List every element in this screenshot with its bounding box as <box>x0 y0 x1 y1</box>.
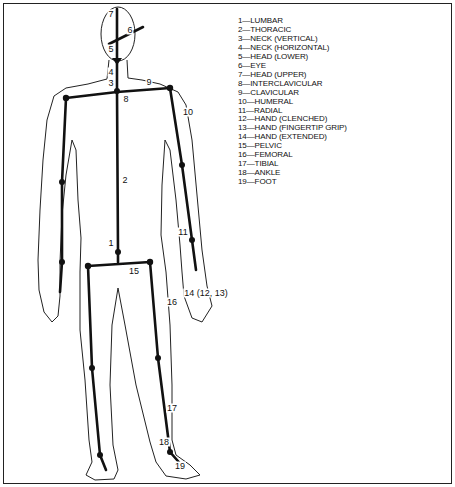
link-segments <box>60 9 196 470</box>
joint-dots <box>59 58 195 458</box>
segment-name: 3—NECK (VERTICAL) <box>238 35 318 43</box>
callout-number: 5 <box>107 45 114 54</box>
callout-number: 2 <box>121 176 128 185</box>
segment-name: 6—EYE <box>238 62 266 70</box>
segment-name: 13—HAND (FINGERTIP GRIP) <box>238 124 347 132</box>
segment-name: 12—HAND (CLENCHED) <box>238 115 327 123</box>
callout-number: 8 <box>122 95 129 104</box>
callout-number: 17 <box>166 404 178 413</box>
callout-number: 1 <box>107 239 114 248</box>
segment-name: 5—HEAD (LOWER) <box>238 53 308 61</box>
body-outline <box>38 7 212 480</box>
callout-number: 7 <box>107 10 114 19</box>
segment-name: 14—HAND (EXTENDED) <box>238 133 327 141</box>
callout-number: 14 (12, 13) <box>183 289 229 298</box>
segment-name: 2—THORACIC <box>238 26 291 34</box>
segment-name: 8—INTERCLAVICULAR <box>238 80 322 88</box>
segment-name: 1—LUMBAR <box>238 17 283 25</box>
callout-number: 9 <box>145 78 152 87</box>
segment-name: 7—HEAD (UPPER) <box>238 71 306 79</box>
callout-number: 19 <box>174 462 186 471</box>
segment-name: 15—PELVIC <box>238 142 282 150</box>
callout-number: 18 <box>158 438 170 447</box>
callout-number: 6 <box>126 26 133 35</box>
callout-number: 11 <box>177 228 188 237</box>
segment-name: 4—NECK (HORIZONTAL) <box>238 44 329 52</box>
callout-number: 3 <box>107 79 114 88</box>
callout-number: 4 <box>107 68 114 77</box>
segment-name: 19—FOOT <box>238 178 276 186</box>
segment-name: 11—RADIAL <box>238 107 282 115</box>
callout-number: 10 <box>182 108 194 117</box>
callout-number: 16 <box>166 298 178 307</box>
callout-number: 15 <box>128 267 140 276</box>
frame <box>4 4 452 484</box>
segment-name: 18—ANKLE <box>238 169 280 177</box>
segment-name: 17—TIBIAL <box>238 160 278 168</box>
segment-name: 9—CLAVICULAR <box>238 89 299 97</box>
segment-name: 10—HUMERAL <box>238 98 293 106</box>
segment-name: 16—FEMORAL <box>238 151 293 159</box>
